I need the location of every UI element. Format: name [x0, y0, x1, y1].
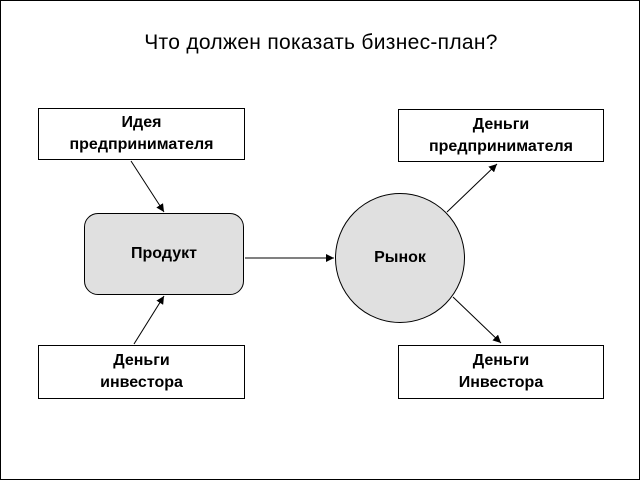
investor-money-line1: Деньги [113, 352, 170, 369]
diagram-title: Что должен показать бизнес-план? [144, 31, 498, 54]
investor-return-line1: Деньги [472, 352, 530, 369]
market-node: Рынок [335, 193, 465, 323]
arrow-idea-to-product [130, 160, 165, 213]
arrow-investor-to-product [133, 295, 165, 345]
investor-money-box: Деньги инвестора [38, 345, 245, 399]
idea-box: Идея предпринимателя [38, 108, 245, 160]
investor-money-line2: инвестора [100, 374, 183, 391]
product-label: Продукт [131, 245, 197, 262]
market-label: Рынок [374, 249, 426, 266]
arrow-market-to-investor-return [452, 296, 502, 344]
idea-line2: предпринимателя [69, 136, 214, 153]
entrepreneur-money-box: Деньги предпринимателя [398, 109, 604, 162]
arrow-market-to-entrepreneur-money [446, 163, 498, 213]
idea-line1: Идея [121, 114, 162, 131]
product-node: Продукт [84, 213, 244, 295]
entrepreneur-money-line2: предпринимателя [428, 137, 574, 155]
entrepreneur-money-line1: Деньги [472, 115, 530, 133]
investor-return-line2: Инвестора [458, 374, 544, 391]
investor-return-box: Деньги Инвестора [398, 345, 604, 399]
